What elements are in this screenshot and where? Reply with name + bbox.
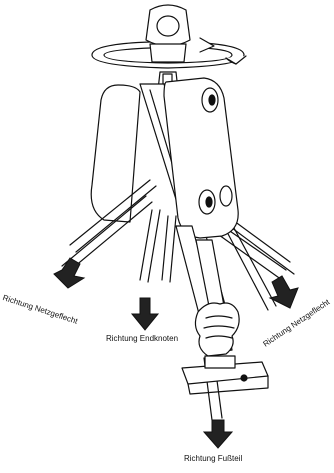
- front-plate: [164, 78, 238, 238]
- hand-grip: [195, 303, 239, 356]
- arrow-bottom: [204, 420, 232, 448]
- label-direction-foot: Richtung Fußteil: [184, 455, 242, 463]
- swivel-eye: [146, 5, 190, 62]
- label-direction-end-knot: Richtung Endknoten: [106, 335, 178, 343]
- foot-clamp: [182, 356, 268, 394]
- back-plate: [91, 85, 140, 222]
- arrow-middle: [132, 298, 158, 330]
